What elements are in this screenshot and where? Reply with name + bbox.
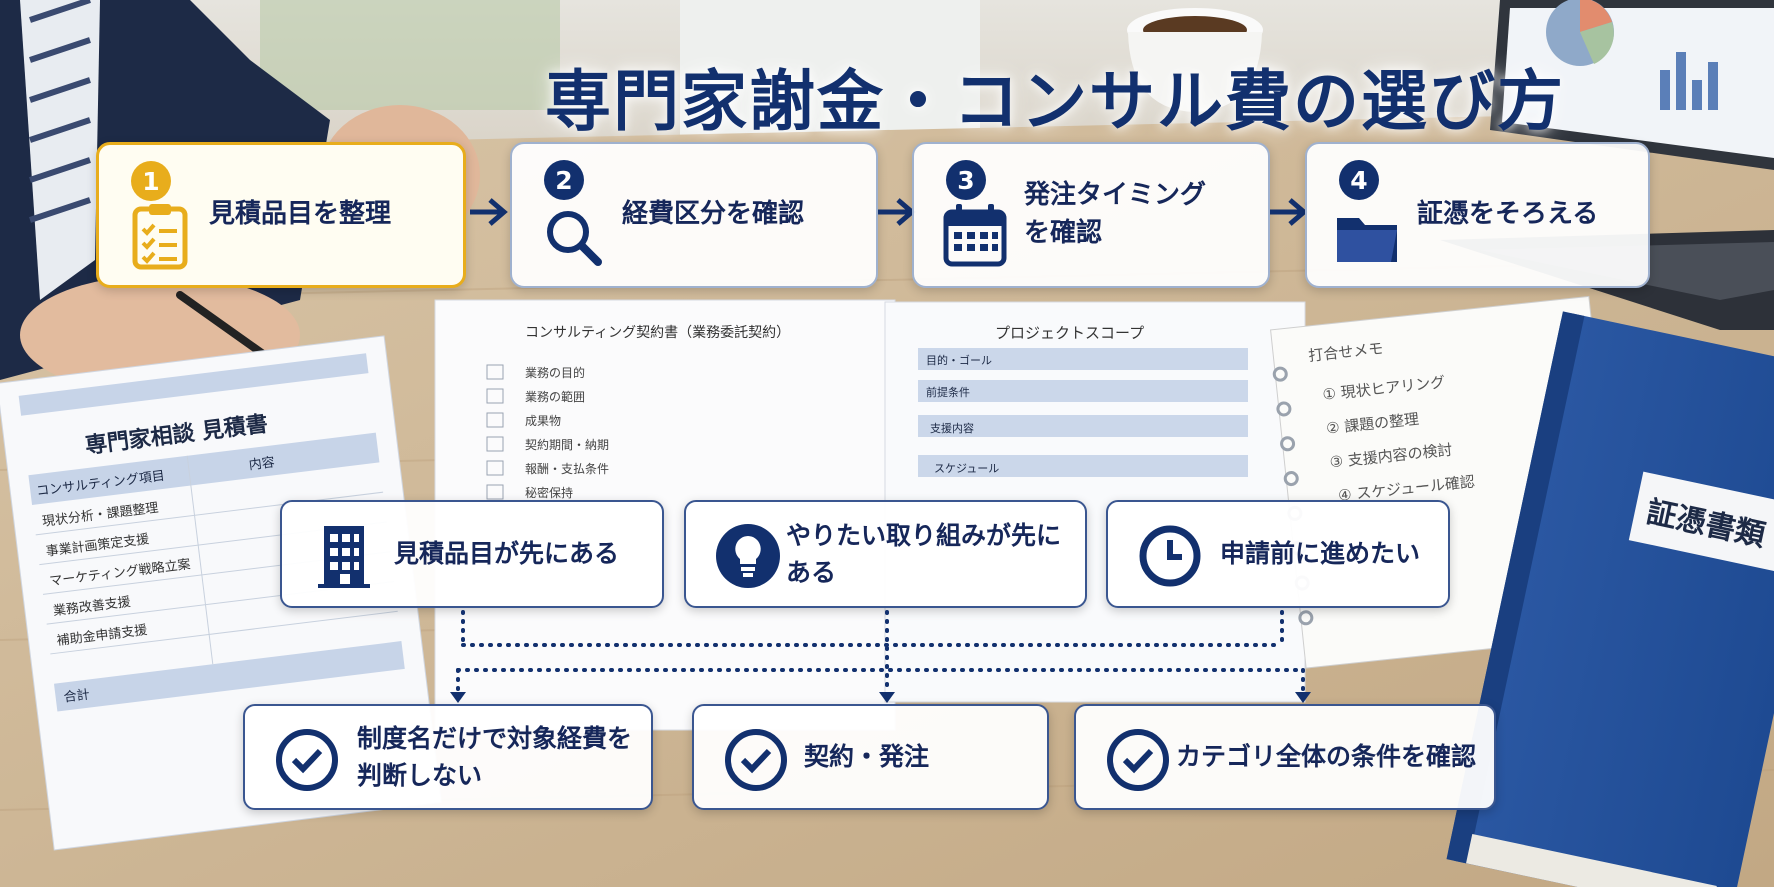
scope-row: 目的・ゴール	[926, 353, 992, 367]
calendar-icon	[943, 204, 1007, 267]
magnifier-icon	[547, 211, 602, 266]
scope-doc-title: プロジェクトスコープ	[995, 324, 1144, 342]
outcome-label: 制度名だけで対象経費を判断しない	[357, 723, 633, 791]
scope-row: スケジュール	[934, 462, 999, 475]
situation-card-estimate-first: 見積品目が先にある	[280, 500, 664, 608]
step-label: 見積品目を整理	[209, 199, 392, 230]
step-number: 2	[544, 160, 584, 200]
step-card-3: 3 発注タイミングを確認	[912, 142, 1270, 288]
folder-icon	[1337, 218, 1397, 262]
situation-label: やりたい取り組みが先にある	[786, 520, 1062, 588]
contract-item: 業務の目的	[525, 365, 585, 380]
situation-card-before-application: 申請前に進めたい	[1106, 500, 1450, 608]
lightbulb-icon	[716, 524, 780, 588]
contract-item: 業務の範囲	[525, 389, 585, 404]
step-card-1: 1 見積品目を整理	[96, 142, 466, 288]
arrow-right-icon	[470, 198, 508, 226]
building-icon	[318, 526, 370, 588]
situation-label: 見積品目が先にある	[394, 539, 620, 569]
contract-item: 契約期間・納期	[525, 437, 609, 452]
step-label: 証憑をそろえる	[1417, 199, 1599, 230]
step-number: 4	[1339, 160, 1379, 200]
step-card-4: 4 証憑をそろえる	[1305, 142, 1650, 288]
contract-item: 秘密保持	[525, 485, 573, 500]
scope-row: 支援内容	[930, 421, 974, 435]
contract-item: 報酬・支払条件	[525, 462, 609, 476]
outcome-card-contract-order: 契約・発注	[692, 704, 1049, 810]
outcome-label: 契約・発注	[804, 742, 930, 772]
scope-row: 前提条件	[926, 385, 970, 399]
clipboard-checklist-icon	[132, 204, 188, 270]
step-card-2: 2 経費区分を確認	[510, 142, 878, 288]
check-circle-icon	[1107, 729, 1169, 791]
outcome-card-check-category-conditions: カテゴリ全体の条件を確認	[1074, 704, 1496, 810]
situation-card-initiative-first: やりたい取り組みが先にある	[684, 500, 1087, 608]
step-number: 1	[131, 161, 171, 201]
clock-icon	[1139, 525, 1201, 587]
estimate-col-content: 内容	[248, 454, 276, 473]
step-number: 3	[946, 160, 986, 200]
check-circle-icon	[725, 729, 787, 791]
arrow-right-icon	[1270, 198, 1308, 226]
step-label: 経費区分を確認	[622, 199, 805, 230]
estimate-total: 合計	[63, 687, 91, 706]
step-label: 発注タイミングを確認	[1024, 180, 1207, 248]
contract-item: 成果物	[525, 414, 561, 428]
situation-label: 申請前に進めたい	[1220, 539, 1421, 569]
page-title: 専門家謝金・コンサル費の選び方	[545, 63, 1565, 140]
outcome-card-do-not-judge-by-name: 制度名だけで対象経費を判断しない	[243, 704, 653, 810]
contract-doc-title: コンサルティング契約書（業務委託契約）	[525, 325, 790, 341]
outcome-label: カテゴリ全体の条件を確認	[1176, 742, 1477, 772]
check-circle-icon	[276, 729, 338, 791]
